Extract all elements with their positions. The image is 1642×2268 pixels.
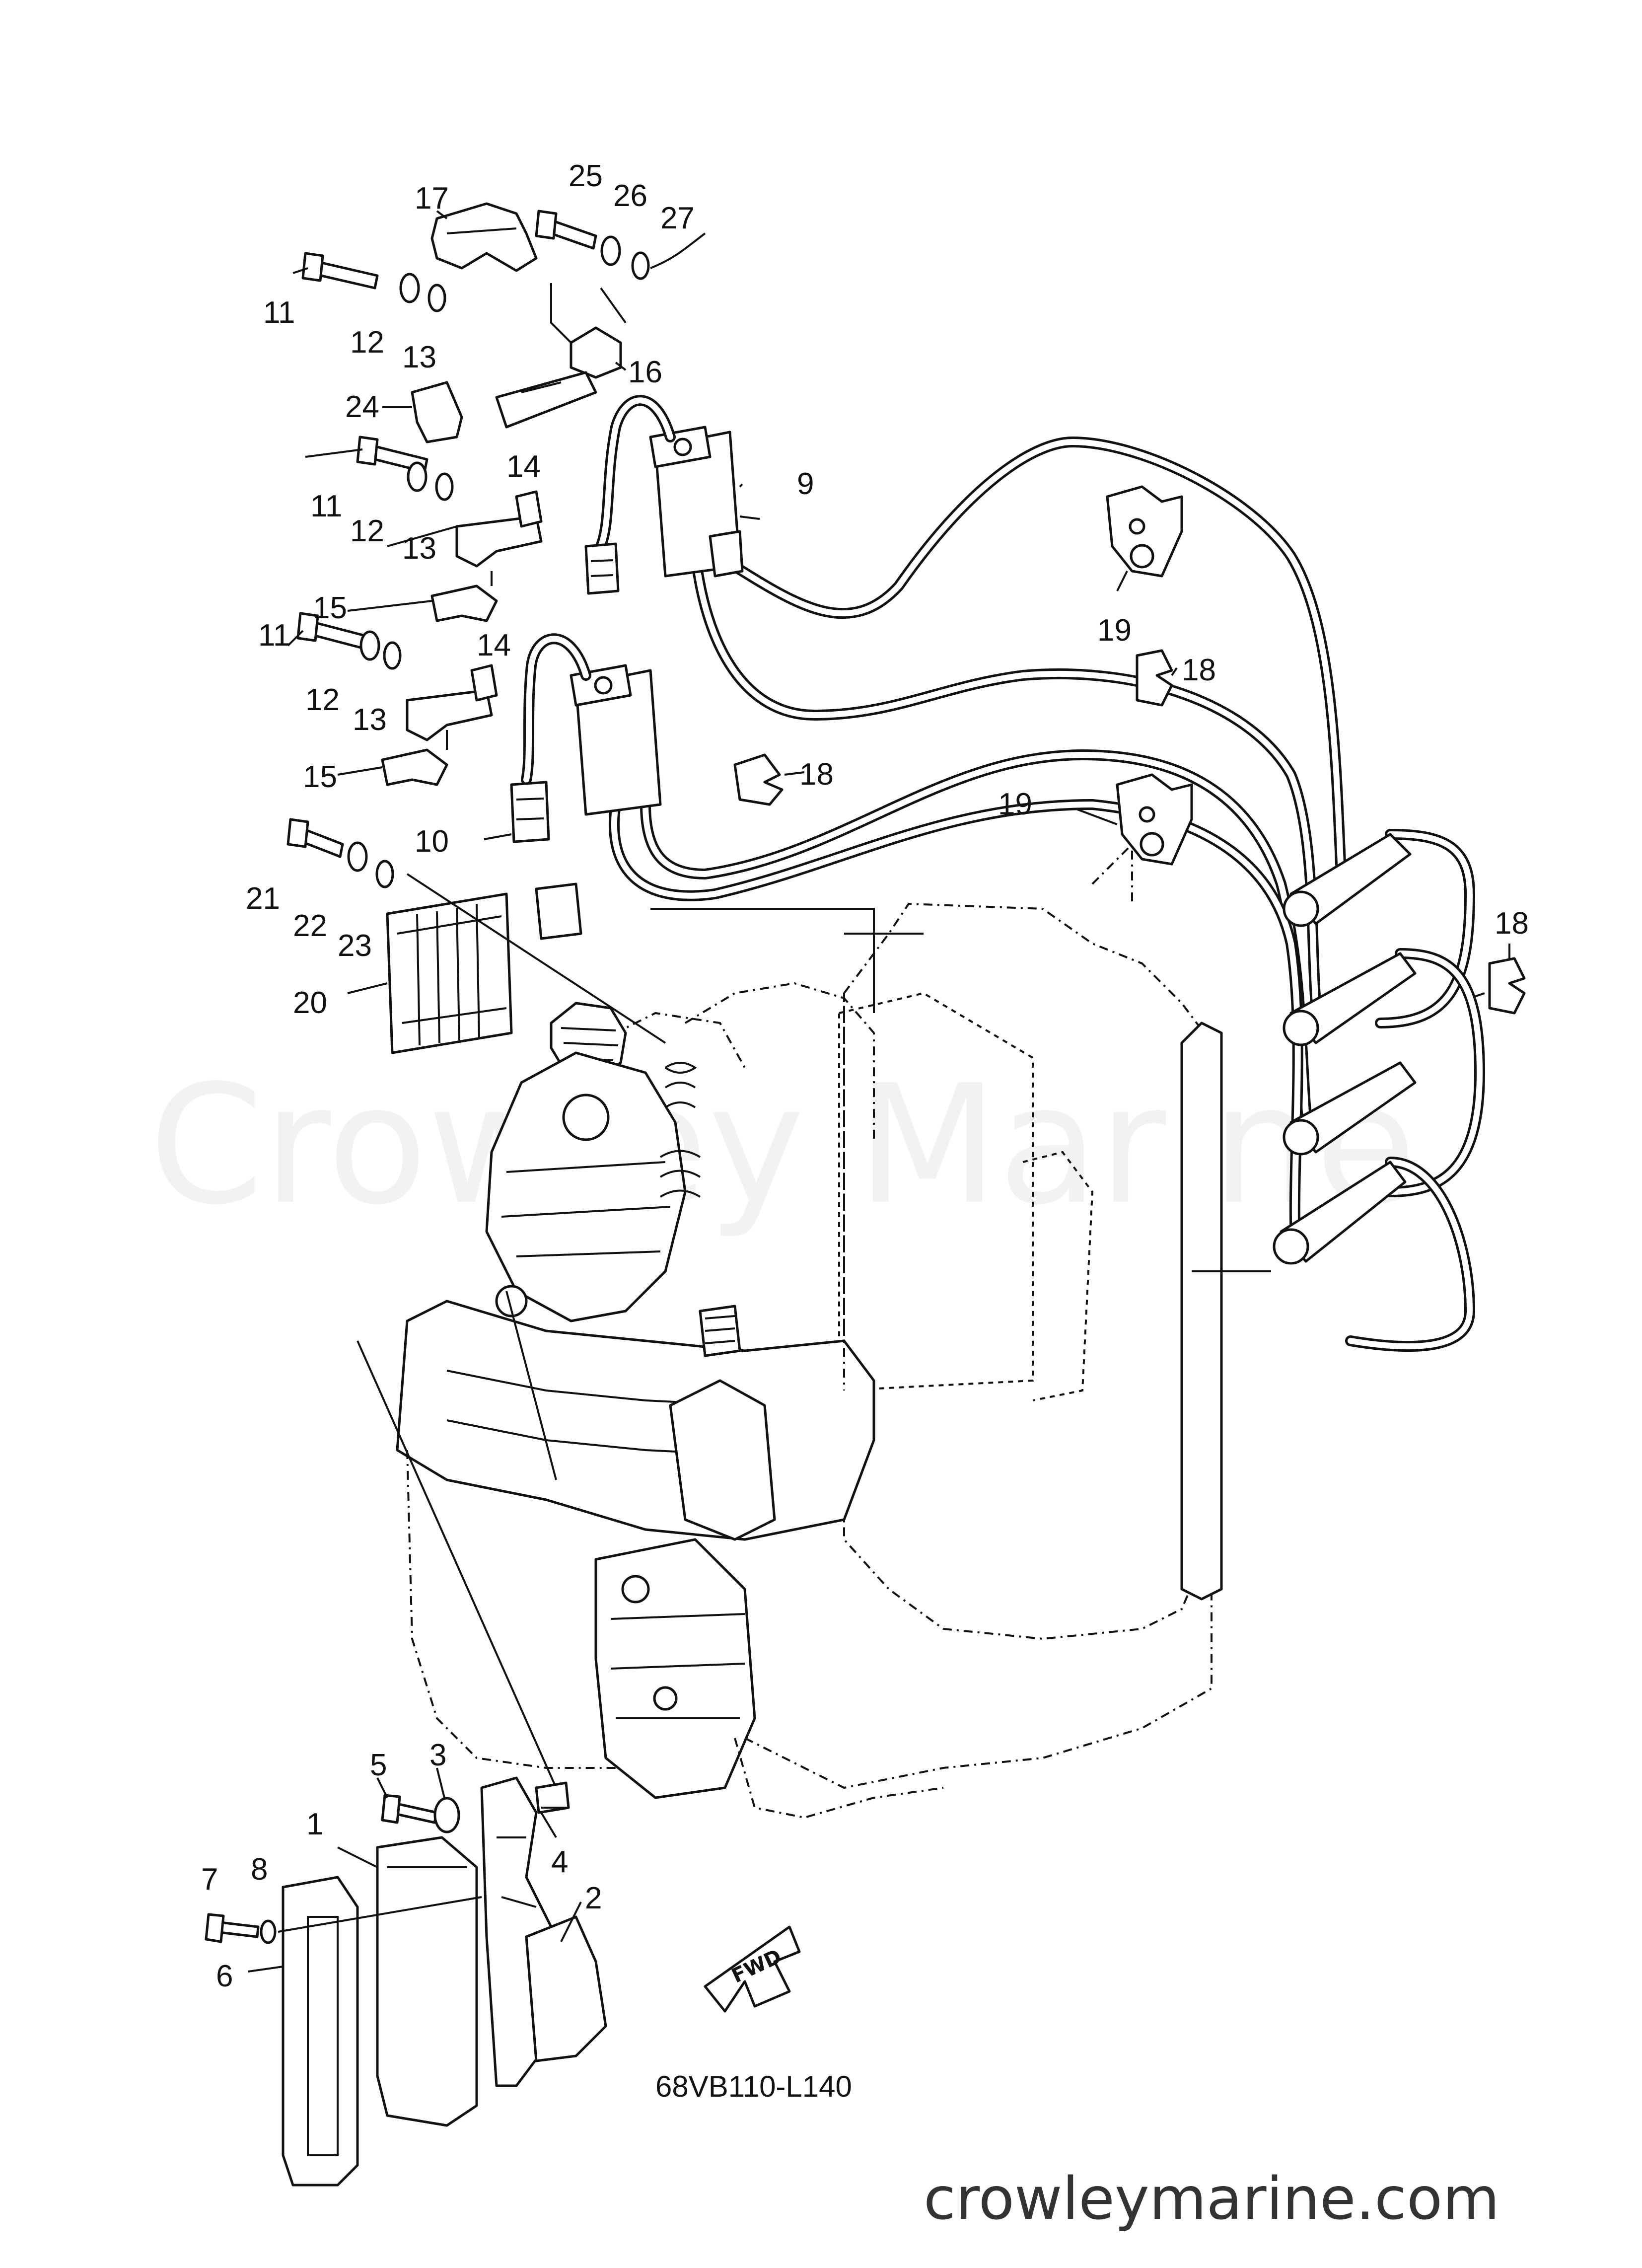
callout-18-mid: 18 — [799, 757, 834, 792]
callout-1: 1 — [306, 1807, 323, 1841]
ignition-coil-9 — [584, 395, 744, 595]
assembly-lines — [357, 842, 1485, 1788]
callout-10: 10 — [415, 824, 449, 859]
callout-15-low: 15 — [303, 760, 337, 794]
fwd-arrow-icon — [704, 1925, 801, 2013]
callout-25: 25 — [569, 159, 603, 193]
callout-11-mid: 11 — [310, 489, 342, 523]
callout-22: 22 — [293, 909, 327, 943]
callout-15-top: 15 — [313, 591, 347, 625]
callout-9: 9 — [797, 467, 814, 501]
bolts-washers — [286, 210, 706, 888]
callout-19-top: 19 — [1097, 613, 1132, 648]
callout-7: 7 — [201, 1862, 218, 1897]
callout-4: 4 — [551, 1845, 568, 1879]
callout-17: 17 — [415, 181, 449, 216]
website-url: crowleymarine.com — [924, 2164, 1499, 2233]
callout-14-low: 14 — [477, 628, 511, 662]
spark-plug-leads — [608, 437, 1485, 1352]
callout-20: 20 — [293, 986, 327, 1020]
diagram-code: 68VB110-L140 — [655, 2070, 852, 2103]
watermark: Crowley Marine — [149, 1050, 1416, 1241]
callout-19-mid: 19 — [998, 787, 1032, 821]
engine-block — [396, 902, 1223, 1819]
callout-23: 23 — [338, 929, 372, 963]
callout-18-right: 18 — [1182, 653, 1216, 687]
callout-2b: 2 — [585, 1881, 602, 1915]
callout-11-top: 11 — [263, 295, 295, 330]
callout-18-far: 18 — [1495, 906, 1529, 941]
callout-13-top: 13 — [402, 340, 436, 374]
callouts: 1 2 3 4 5 6 7 8 9 10 11 11 11 12 12 12 1… — [201, 159, 1529, 1993]
ignition-coil-10 — [510, 633, 662, 843]
callout-14-top: 14 — [506, 449, 541, 484]
rectifier-20 — [386, 873, 666, 1054]
callout-24: 24 — [345, 390, 379, 424]
callout-21: 21 — [246, 881, 280, 916]
bottom-assembly: FWD — [205, 1776, 801, 2187]
callout-16: 16 — [628, 355, 662, 389]
callout-8: 8 — [251, 1852, 268, 1887]
callout-5: 5 — [370, 1748, 387, 1782]
callout-11-low: 11 — [258, 618, 290, 653]
callout-3: 3 — [429, 1738, 446, 1772]
callout-26: 26 — [613, 179, 647, 213]
callout-12-low: 12 — [305, 683, 340, 717]
callout-13-mid: 13 — [402, 531, 436, 566]
plug-caps — [1273, 833, 1417, 1265]
callout-27: 27 — [660, 201, 695, 235]
callout-12-mid: 12 — [350, 514, 384, 548]
callout-12-top: 12 — [350, 325, 384, 360]
holders — [733, 485, 1526, 1015]
callout-13-low: 13 — [353, 703, 387, 737]
brackets-clamps — [381, 202, 627, 786]
callout-6: 6 — [216, 1959, 233, 1993]
